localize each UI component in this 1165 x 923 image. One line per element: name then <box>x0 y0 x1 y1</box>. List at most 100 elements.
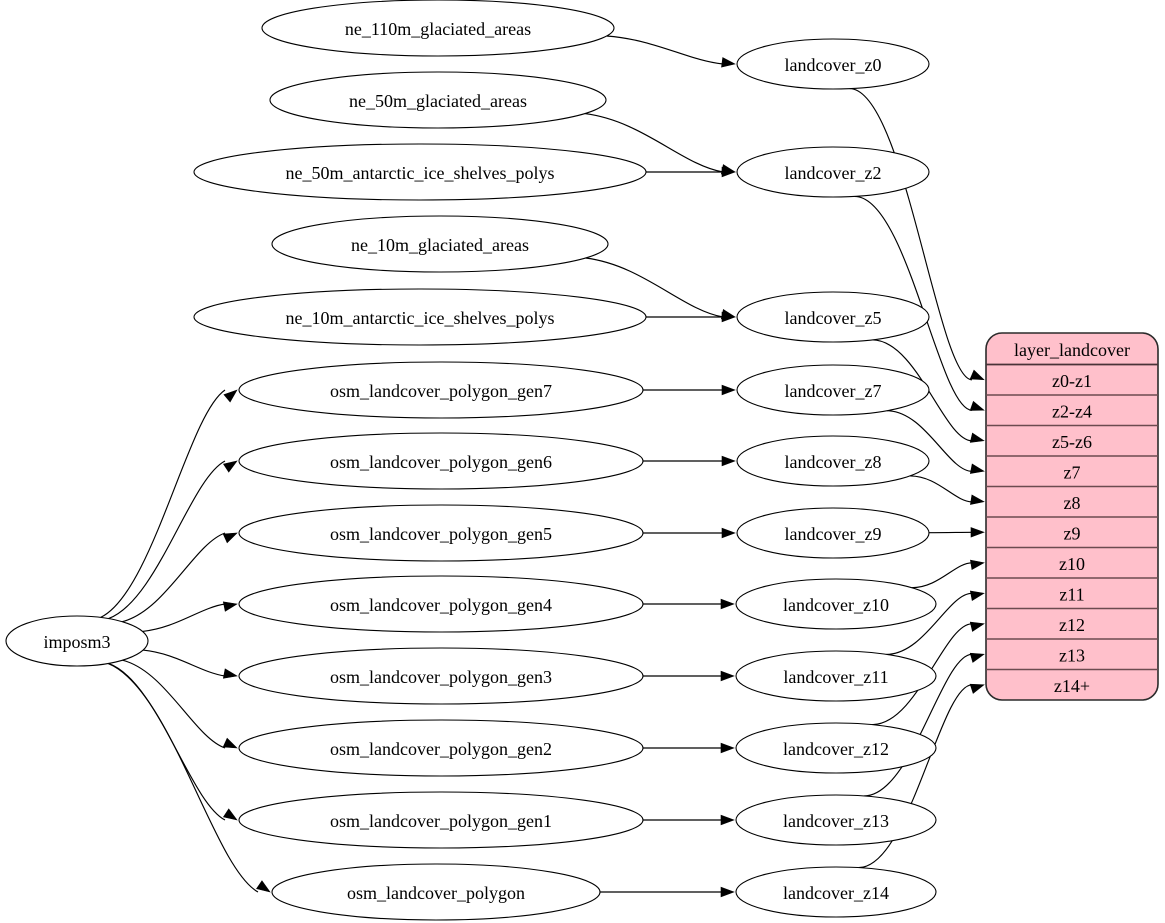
edge-arrowhead <box>969 621 985 632</box>
node-shape <box>193 143 647 201</box>
edge-arrowhead <box>222 601 238 612</box>
node-label: landcover_z5 <box>785 308 882 328</box>
edge-arrowhead <box>721 455 736 467</box>
edge-arrowhead <box>721 384 736 396</box>
table-row-z9[interactable]: z9 <box>1064 523 1081 543</box>
edge-arrowhead <box>720 886 735 898</box>
node-ne-50m-antarctic-ice-shelves-polys[interactable]: ne_50m_antarctic_ice_shelves_polys <box>193 143 647 201</box>
edge-arrowhead <box>222 532 238 544</box>
node-ne-10m-glaciated-areas[interactable]: ne_10m_glaciated_areas <box>271 215 609 273</box>
node-shape <box>735 650 937 702</box>
edge-path <box>910 475 973 503</box>
table-row-z14-[interactable]: z14+ <box>1054 676 1090 696</box>
edge-path <box>584 113 724 173</box>
node-osm-landcover-polygon[interactable]: osm_landcover_polygon <box>271 863 601 921</box>
node-label: ne_10m_glaciated_areas <box>351 235 529 255</box>
node-shape <box>736 507 930 559</box>
node-osm-landcover-polygon-gen7[interactable]: osm_landcover_polygon_gen7 <box>238 361 644 419</box>
edge-arrowhead <box>223 389 238 403</box>
node-shape <box>271 863 601 921</box>
node-shape <box>271 215 609 273</box>
table-row-z10[interactable]: z10 <box>1059 554 1085 574</box>
node-landcover-z11[interactable]: landcover_z11 <box>735 650 937 702</box>
node-shape <box>238 647 644 705</box>
table-row-z8[interactable]: z8 <box>1064 493 1081 513</box>
node-label: ne_50m_glaciated_areas <box>349 91 527 111</box>
node-label: landcover_z14 <box>783 883 889 903</box>
node-ne-50m-glaciated-areas[interactable]: ne_50m_glaciated_areas <box>269 71 607 129</box>
edge-path <box>886 592 973 655</box>
layer-landcover-table[interactable]: layer_landcover z0-z1 z2-z4 z5-z6 z7 z8 z9 z10 z… <box>985 332 1159 701</box>
edge-arrowhead <box>223 460 238 473</box>
table-row-z11[interactable]: z11 <box>1059 584 1084 604</box>
node-shape <box>238 432 644 490</box>
table-row-z7[interactable]: z7 <box>1064 462 1081 482</box>
node-label: osm_landcover_polygon_gen4 <box>330 595 552 615</box>
edge-path <box>100 389 226 618</box>
node-label: osm_landcover_polygon_gen7 <box>330 381 552 401</box>
node-osm-landcover-polygon-gen4[interactable]: osm_landcover_polygon_gen4 <box>238 575 644 633</box>
node-label: landcover_z13 <box>783 811 889 831</box>
edge-arrowhead <box>969 683 985 694</box>
edge-arrowhead <box>222 737 238 749</box>
edge-arrowhead <box>970 559 985 571</box>
node-shape <box>238 504 644 562</box>
table-row-z0-z1[interactable]: z0-z1 <box>1052 371 1092 391</box>
edge-path <box>585 257 724 318</box>
table-row-z12[interactable]: z12 <box>1059 615 1085 635</box>
edge-path <box>122 659 226 749</box>
edge-path <box>858 684 973 869</box>
node-landcover-z14[interactable]: landcover_z14 <box>735 866 937 918</box>
edge-arrowhead <box>720 742 735 754</box>
node-shape <box>736 364 930 416</box>
node-landcover-z12[interactable]: landcover_z12 <box>735 722 937 774</box>
nodes-layer: ne_110m_glaciated_areas ne_50m_glaciated_… <box>5 0 937 921</box>
node-osm-landcover-polygon-gen5[interactable]: osm_landcover_polygon_gen5 <box>238 504 644 562</box>
table-row-z2-z4[interactable]: z2-z4 <box>1052 401 1092 421</box>
node-shape <box>238 791 644 849</box>
edge-path <box>108 662 226 821</box>
node-shape <box>193 288 647 346</box>
edge-path <box>108 460 226 620</box>
node-shape <box>736 435 930 487</box>
node-label: ne_50m_antarctic_ice_shelves_polys <box>286 163 555 183</box>
edge-arrowhead <box>969 463 985 474</box>
node-label: osm_landcover_polygon_gen3 <box>330 667 552 687</box>
edge-path <box>107 662 259 893</box>
node-shape <box>736 38 930 90</box>
node-shape <box>238 575 644 633</box>
edge-arrowhead <box>721 311 736 323</box>
node-landcover-z2[interactable]: landcover_z2 <box>736 146 930 198</box>
node-landcover-z13[interactable]: landcover_z13 <box>735 794 937 846</box>
node-osm-landcover-polygon-gen3[interactable]: osm_landcover_polygon_gen3 <box>238 647 644 705</box>
node-label: osm_landcover_polygon_gen5 <box>330 524 552 544</box>
node-ne-10m-antarctic-ice-shelves-polys[interactable]: ne_10m_antarctic_ice_shelves_polys <box>193 288 647 346</box>
node-landcover-z7[interactable]: landcover_z7 <box>736 364 930 416</box>
node-imposm3[interactable]: imposm3 <box>5 615 149 667</box>
node-osm-landcover-polygon-gen1[interactable]: osm_landcover_polygon_gen1 <box>238 791 644 849</box>
node-osm-landcover-polygon-gen6[interactable]: osm_landcover_polygon_gen6 <box>238 432 644 490</box>
node-label: landcover_z7 <box>785 381 882 401</box>
edge-arrowhead <box>970 494 985 505</box>
node-osm-landcover-polygon-gen2[interactable]: osm_landcover_polygon_gen2 <box>238 719 644 777</box>
edge-arrowhead <box>721 57 736 68</box>
edge-path <box>849 88 973 381</box>
node-landcover-z8[interactable]: landcover_z8 <box>736 435 930 487</box>
edge-arrowhead <box>223 808 238 821</box>
layer-landcover-table-header: layer_landcover <box>1014 340 1130 360</box>
node-label: landcover_z10 <box>783 595 889 615</box>
node-landcover-z0[interactable]: landcover_z0 <box>736 38 930 90</box>
table-row-z13[interactable]: z13 <box>1059 645 1085 665</box>
edges-layer <box>100 35 985 898</box>
node-landcover-z5[interactable]: landcover_z5 <box>736 291 930 343</box>
edge-arrowhead <box>969 369 985 381</box>
node-shape <box>735 722 937 774</box>
node-ne-110m-glaciated-areas[interactable]: ne_110m_glaciated_areas <box>261 0 615 57</box>
node-landcover-z10[interactable]: landcover_z10 <box>735 578 937 630</box>
node-label: landcover_z0 <box>785 55 882 75</box>
table-row-z5-z6[interactable]: z5-z6 <box>1052 432 1092 452</box>
node-shape <box>238 719 644 777</box>
node-landcover-z9[interactable]: landcover_z9 <box>736 507 930 559</box>
edge-arrowhead <box>721 166 736 178</box>
